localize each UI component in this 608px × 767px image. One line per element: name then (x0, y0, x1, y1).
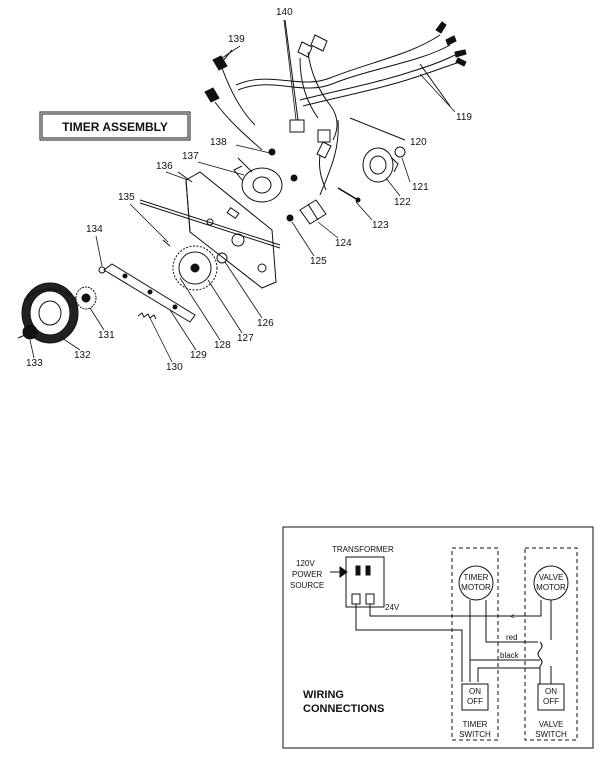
callout-138: 138 (210, 137, 227, 148)
valve-switch-label-2: SWITCH (535, 730, 567, 739)
callout-130: 130 (166, 362, 183, 373)
valve-motor-label-2: MOTOR (536, 583, 566, 592)
callout-119: 119 (456, 112, 472, 123)
terminal-left (351, 593, 361, 605)
switch-wire (319, 119, 339, 196)
gear (172, 245, 228, 291)
valve-switch-on: ON (545, 687, 557, 696)
callout-132: 132 (74, 350, 91, 361)
callout-135: 135 (118, 192, 135, 203)
pin (98, 266, 106, 274)
callout-139: 139 (228, 34, 245, 45)
transformer-label: TRANSFORMER (332, 545, 394, 554)
callout-136: 136 (156, 161, 173, 172)
spring (137, 312, 157, 320)
terminal-right (365, 593, 375, 605)
callout-121: 121 (412, 182, 429, 193)
valve-switch-off: OFF (543, 697, 559, 706)
title-frame (39, 111, 191, 141)
wiring-panel: TRANSFORMER 24V 120V POWER SOURCE TIMER … (282, 526, 594, 749)
valve-switch-symbol: ON OFF (537, 683, 565, 711)
callout-137: 137 (182, 151, 199, 162)
voltage-label: 24V (385, 603, 400, 612)
cam-lever (103, 263, 196, 323)
timer-switch-symbol: ON OFF (461, 683, 489, 711)
valve-group-frame (524, 547, 578, 741)
wire-nuts (204, 49, 263, 151)
power-label-1: 120V (296, 559, 315, 568)
title-inner-frame (41, 113, 189, 139)
shaft (139, 199, 281, 246)
callout-129: 129 (190, 350, 207, 361)
connector-plugs (284, 19, 338, 191)
switch (286, 199, 327, 225)
wire-harness (235, 21, 467, 107)
callout-125: 125 (310, 256, 327, 267)
power-label-3: SOURCE (290, 581, 324, 590)
callout-128: 128 (214, 340, 231, 351)
callout-120: 120 (410, 137, 427, 148)
timer-motor-label-1: TIMER (464, 573, 489, 582)
wire-black-label: black (500, 651, 520, 660)
wires (355, 600, 552, 685)
callout-126: 126 (257, 318, 274, 329)
valve-motor-label-1: VALVE (539, 573, 564, 582)
callout-133: 133 (26, 358, 43, 369)
timer-motor-label-2: MOTOR (461, 583, 491, 592)
washer (75, 286, 97, 310)
callout-140: 140 (276, 7, 293, 18)
timer-switch-on: ON (469, 687, 481, 696)
wiring-frame (282, 526, 594, 749)
wiring-title-1: WIRING (303, 689, 344, 701)
wire-red-label: red (506, 633, 518, 642)
power-arrow-icon (330, 566, 348, 578)
timer-switch-label-2: SWITCH (459, 730, 491, 739)
valve-switch-label-1: VALVE (539, 720, 564, 729)
timer-motor-symbol (458, 565, 494, 601)
callout-leader-120 (349, 117, 406, 141)
power-label-2: POWER (292, 570, 322, 579)
callout-leaders (29, 19, 456, 363)
mounting-plate (177, 171, 277, 289)
callout-127: 127 (237, 333, 254, 344)
assembly-title: TIMER ASSEMBLY (39, 111, 191, 141)
knob-screw (17, 324, 38, 340)
timer-motor (233, 148, 298, 203)
callout-134: 134 (86, 224, 103, 235)
callout-124: 124 (335, 238, 352, 249)
wiring-title-2: CONNECTIONS (303, 703, 384, 715)
callout-labels: 119 120 121 122 123 124 125 126 127 128 … (26, 7, 472, 373)
knob (362, 147, 399, 183)
timer-switch-off: OFF (467, 697, 483, 706)
screw (337, 187, 359, 201)
exploded-parts (17, 19, 467, 344)
title-text: TIMER ASSEMBLY (62, 120, 168, 134)
callout-123: 123 (372, 220, 389, 231)
shaft-pin (162, 239, 171, 247)
nut (394, 146, 406, 158)
shaft-edge (139, 202, 281, 249)
plug-prong-left (355, 565, 361, 576)
callout-122: 122 (394, 197, 411, 208)
callout-131: 131 (98, 330, 115, 341)
timer-switch-label-1: TIMER (463, 720, 488, 729)
plug-prong-right (365, 565, 371, 576)
wire-crossing-mark: < (510, 612, 515, 621)
timer-group-frame (451, 547, 499, 741)
